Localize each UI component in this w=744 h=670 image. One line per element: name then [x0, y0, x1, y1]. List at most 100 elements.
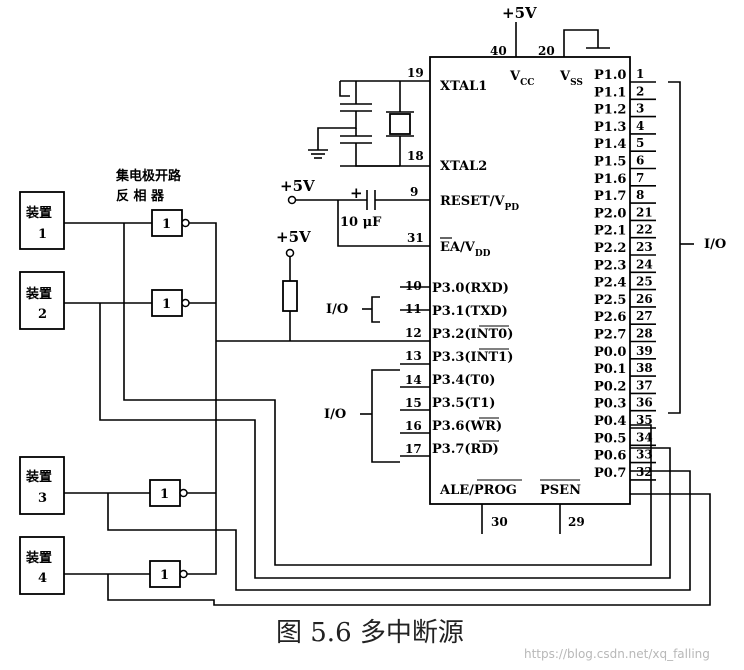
- pin-p2-6: P2.6: [594, 310, 626, 325]
- ea-pin-name: EA/VDD: [440, 240, 491, 259]
- pin-number-25: 25: [636, 275, 653, 289]
- pin-number-1: 1: [636, 67, 644, 81]
- pin-number-6: 6: [636, 154, 644, 168]
- pullup-supply-label: +5V: [276, 228, 311, 246]
- pin-number-7: 7: [636, 171, 644, 185]
- pin-p0-6: P0.6: [594, 449, 626, 464]
- pin-p0-5: P0.5: [594, 431, 626, 446]
- ea-pin-number: 31: [407, 231, 424, 245]
- svg-text:4: 4: [38, 571, 47, 586]
- svg-text:17: 17: [405, 442, 422, 456]
- vcc-supply-label: +5V: [502, 4, 537, 22]
- pin-p1-6: P1.6: [594, 172, 626, 187]
- svg-text:15: 15: [405, 396, 422, 410]
- pin-number-8: 8: [636, 188, 644, 202]
- psen-pin-number: 29: [568, 515, 585, 529]
- pin-p3-4: P3.4(T0): [432, 373, 495, 388]
- reset-pin-number: 9: [410, 185, 418, 199]
- reset-supply-label: +5V: [280, 177, 315, 195]
- svg-text:3: 3: [38, 491, 47, 506]
- vcc-pin-name: VCC: [509, 69, 534, 88]
- crystal-oscillator-network: [308, 81, 414, 167]
- pin-number-4: 4: [636, 119, 644, 133]
- svg-text:1: 1: [160, 487, 169, 502]
- ale-pin-number: 30: [491, 515, 508, 529]
- reset-circuit: +5V + 10 μF 9 RESET/VPD: [280, 177, 519, 230]
- svg-text:13: 13: [405, 349, 422, 363]
- device-4: 装置 4: [19, 536, 65, 595]
- bottom-pins: 30 29 ALE/PROG PSEN: [439, 479, 585, 534]
- pin-p1-5: P1.5: [594, 155, 626, 170]
- figure-caption: 图 5.6 多中断源: [276, 618, 464, 648]
- pin-number-26: 26: [636, 292, 653, 306]
- inverter-gate-3: 1: [149, 479, 188, 507]
- pin-p1-4: P1.4: [594, 137, 626, 152]
- xtal2-pin-name: XTAL2: [440, 159, 487, 174]
- capacitor-plus-sign: +: [350, 184, 363, 202]
- pin-number-36: 36: [636, 396, 653, 410]
- svg-text:11: 11: [405, 302, 422, 316]
- pin-p0-3: P0.3: [594, 397, 626, 412]
- svg-text:16: 16: [405, 419, 422, 433]
- pin-p2-0: P2.0: [594, 206, 626, 221]
- pin-p1-3: P1.3: [594, 120, 626, 135]
- xtal1-pin-name: XTAL1: [440, 79, 487, 94]
- vcc-pin-number: 40: [490, 44, 507, 58]
- pin-p1-2: P1.2: [594, 103, 626, 118]
- pin-p3-7: P3.7(RD): [432, 442, 499, 457]
- svg-text:装置: 装置: [25, 469, 52, 485]
- pin-number-38: 38: [636, 361, 653, 375]
- inverter-gate-1: 1: [151, 209, 190, 237]
- svg-text:12: 12: [405, 326, 422, 340]
- pin-p2-7: P2.7: [594, 328, 626, 343]
- pin-number-3: 3: [636, 102, 644, 116]
- pin-number-5: 5: [636, 136, 644, 150]
- interrupt-wiring: [64, 222, 711, 606]
- pin-number-33: 33: [636, 448, 653, 462]
- pin-number-24: 24: [636, 257, 653, 271]
- pin-p3-0: P3.0(RXD): [432, 281, 509, 296]
- pin-number-35: 35: [636, 413, 653, 427]
- pin-p2-5: P2.5: [594, 293, 626, 308]
- inverter-gate-2: 1: [151, 289, 190, 317]
- watermark: https://blog.csdn.net/xq_falling: [524, 647, 710, 661]
- pin-p2-2: P2.2: [594, 241, 626, 256]
- pin-p3-3: P3.3(INT1): [432, 350, 513, 365]
- pullup-resistor: +5V: [276, 228, 311, 341]
- pin-number-37: 37: [636, 378, 653, 392]
- pin-number-22: 22: [636, 223, 653, 237]
- pin-p0-2: P0.2: [594, 379, 626, 394]
- xtal2-pin-number: 18: [407, 149, 424, 163]
- gate-title-line1: 集电极开路: [115, 168, 182, 184]
- pin-number-32: 32: [636, 465, 653, 479]
- io-label-right: I/O: [704, 237, 726, 252]
- io-label-p3-low: I/O: [324, 407, 346, 422]
- pin-p3-6: P3.6(WR): [432, 419, 502, 434]
- port3-pins: 10 11 12 13 14 15 16 17 P3.0(RXD) P3.1(T…: [216, 279, 513, 463]
- device-2: 装置 2: [19, 271, 65, 330]
- ea-pin: 31 EA/VDD: [337, 200, 491, 259]
- svg-text:1: 1: [162, 297, 171, 312]
- pin-p2-1: P2.1: [594, 224, 626, 239]
- pin-p0-0: P0.0: [594, 345, 626, 360]
- pin-number-34: 34: [636, 430, 653, 444]
- vss-pin-number: 20: [538, 44, 555, 58]
- capacitor-value-label: 10 μF: [340, 215, 382, 230]
- pin-p0-4: P0.4: [594, 414, 626, 429]
- pin-number-28: 28: [636, 327, 653, 341]
- mcu-chip-body: [429, 56, 631, 505]
- pin-p1-1: P1.1: [594, 85, 626, 100]
- svg-text:1: 1: [38, 227, 47, 242]
- crystal-symbol: [389, 113, 411, 135]
- pin-p0-1: P0.1: [594, 362, 626, 377]
- svg-text:10: 10: [405, 279, 422, 293]
- pin-number-23: 23: [636, 240, 653, 254]
- device-1: 装置 1: [19, 191, 65, 250]
- svg-text:装置: 装置: [25, 286, 52, 302]
- vss-pin: 20 VSS: [538, 29, 610, 88]
- pin-p2-3: P2.3: [594, 258, 626, 273]
- ale-pin-name: ALE/PROG: [439, 483, 517, 498]
- pin-p1-0: P1.0: [594, 68, 626, 83]
- svg-text:装置: 装置: [25, 550, 52, 566]
